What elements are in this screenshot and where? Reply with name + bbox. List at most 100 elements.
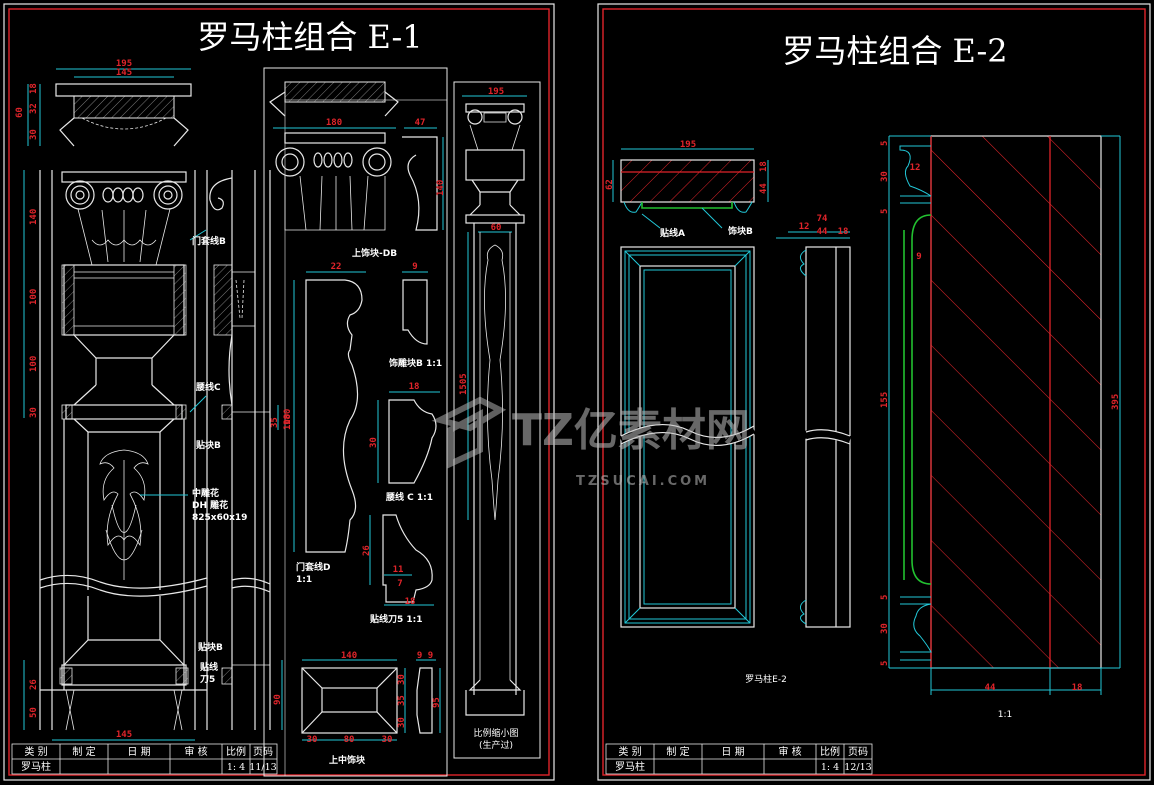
tb2-header-page: 页码 — [848, 746, 868, 758]
label-door-trim-b: 门套线B — [192, 235, 226, 247]
dim2-sec-b3: 5 — [880, 661, 890, 666]
dim2-side-w1: 12 — [799, 222, 810, 232]
panel-side-view — [776, 231, 852, 628]
dim-waist-width: 18 — [409, 382, 420, 392]
dim-capital-side-width: 47 — [415, 118, 426, 128]
tb1-header-category: 类 别 — [24, 745, 47, 758]
dim-base-ring: 26 — [29, 679, 39, 690]
dim-mini-width: 195 — [488, 87, 504, 97]
column-front-view — [39, 83, 208, 731]
dim-mid-b2: 80 — [344, 735, 355, 745]
dim-waist-height: 30 — [369, 437, 379, 448]
dim-top-height-total: 60 — [15, 107, 25, 118]
title-block-1 — [11, 743, 278, 775]
tb1-value-category: 罗马柱 — [21, 760, 51, 773]
scaled-mini-column — [453, 81, 541, 759]
dim2-sec-b2: 30 — [880, 623, 890, 634]
dim2-sec-h2: 30 — [880, 171, 890, 182]
tb2-header-review: 审 核 — [778, 745, 801, 758]
dim-base-height: 50 — [29, 707, 39, 718]
tb2-header-made: 制 定 — [666, 745, 689, 758]
dim-band-height: 100 — [29, 289, 39, 305]
label-door-trim-d-2: 1:1 — [296, 575, 312, 585]
dim-top-h2: 32 — [29, 103, 39, 114]
dim-mid-b3: 30 — [382, 735, 393, 745]
label-center-flower-3: 825x60x19 — [192, 513, 247, 523]
tb2-value-category: 罗马柱 — [615, 760, 645, 773]
watermark: TZ亿素材网 TZSUCAI.COM — [431, 396, 750, 489]
dim2-side-w3: 18 — [838, 227, 849, 237]
dim-door-trim-width: 22 — [331, 262, 342, 272]
dim2-sec-total: 155 — [880, 392, 890, 408]
dim-mid-h1: 30 — [397, 674, 407, 685]
dim-mid-h2: 35 — [397, 695, 407, 706]
label-trim-b-2: 贴块B — [198, 641, 223, 653]
tb2-header-date: 日 期 — [721, 746, 744, 758]
sheet-1-outer-frame — [3, 3, 555, 781]
tb2-value-page: 12/13 — [844, 762, 871, 773]
dim2-side-total: 74 — [817, 214, 828, 224]
dim-cap-height: 140 — [29, 209, 39, 225]
tb1-header-review: 审 核 — [184, 745, 207, 758]
sheet-1-title: 罗马柱组合 E-1 — [197, 18, 422, 56]
dim2-bottom-w1: 44 — [985, 683, 996, 693]
tb2-header-category: 类 别 — [618, 745, 641, 758]
dim-capital-side-height: 140 — [436, 180, 446, 196]
dim-decor-width: 9 — [412, 262, 417, 272]
label-panel-name: 罗马柱E-2 — [745, 673, 787, 685]
dim-ring-height: 30 — [29, 407, 39, 418]
tb1-value-page: 11/13 — [249, 762, 276, 773]
label-trim-a: 贴线A — [660, 227, 685, 239]
label-trim-line-1: 贴线 — [200, 661, 218, 673]
label-waist-c: 腰线C — [195, 381, 221, 393]
dim2-sec-b1: 5 — [880, 595, 890, 600]
label-scale: 1:1 — [998, 710, 1012, 720]
watermark-brand: TZ亿素材网 — [512, 405, 750, 456]
label-center-flower-1: 中雕花 — [192, 487, 219, 499]
label-door-trim-d-1: 门套线D — [296, 561, 330, 573]
dim-mid-b1: 30 — [307, 735, 318, 745]
tb1-header-date: 日 期 — [127, 746, 150, 758]
dim-mid-h3: 30 — [397, 717, 407, 728]
tb1-header-made: 制 定 — [72, 745, 95, 758]
sheet-2-title: 罗马柱组合 E-2 — [782, 32, 1007, 70]
sheet-2 — [597, 3, 1151, 781]
dim-trim-w1: 11 — [393, 565, 404, 575]
dim-mid-side-h: 95 — [432, 697, 442, 708]
dim-base-width: 145 — [116, 730, 132, 740]
dim-mid-side-w: 9 9 — [417, 651, 433, 661]
carved-block-b-profile — [402, 271, 428, 345]
dim-mid-width: 140 — [341, 651, 357, 661]
dim-trim-height: 26 — [362, 545, 372, 556]
label-decor-b: 饰块B — [727, 225, 753, 237]
upper-decor-detail — [269, 81, 444, 231]
label-upper-mid: 上中饰块 — [329, 754, 366, 766]
label-center-flower-2: DH 雕花 — [192, 499, 228, 511]
dim2-sec-h1: 5 — [880, 141, 890, 146]
column-side-view — [209, 170, 271, 730]
label-upper-decor: 上饰块-DB — [352, 247, 397, 259]
door-trim-d-profile — [293, 271, 366, 553]
label-mini-1: 比例缩小图 — [473, 727, 518, 739]
dim-mini-inner: 60 — [491, 223, 502, 233]
label-trim-b: 贴块B — [196, 439, 221, 451]
dim2-sec-w1: 12 — [910, 163, 921, 173]
dim2-right-total: 395 — [1111, 394, 1121, 410]
label-trim-knife: 贴线刀5 1:1 — [370, 613, 423, 625]
dim-trim-w3: 18 — [405, 597, 416, 607]
tb1-value-scale: 1: 4 — [227, 762, 245, 773]
dim-top-h3: 30 — [29, 129, 39, 140]
tb1-header-page: 页码 — [253, 746, 273, 758]
dim-capital-width: 180 — [326, 118, 342, 128]
dim-trim-w2: 7 — [397, 579, 402, 589]
watermark-logo-icon — [431, 396, 507, 469]
tb2-header-scale: 比例 — [820, 745, 840, 758]
tb1-header-scale: 比例 — [226, 745, 246, 758]
column-dimensions — [23, 68, 283, 741]
acanthus-ornament — [99, 449, 149, 580]
top-section-view — [612, 148, 769, 229]
dim-side-h2: 100 — [283, 414, 293, 430]
waist-c-profile — [377, 391, 440, 484]
dim-neck-height: 100 — [29, 356, 39, 372]
